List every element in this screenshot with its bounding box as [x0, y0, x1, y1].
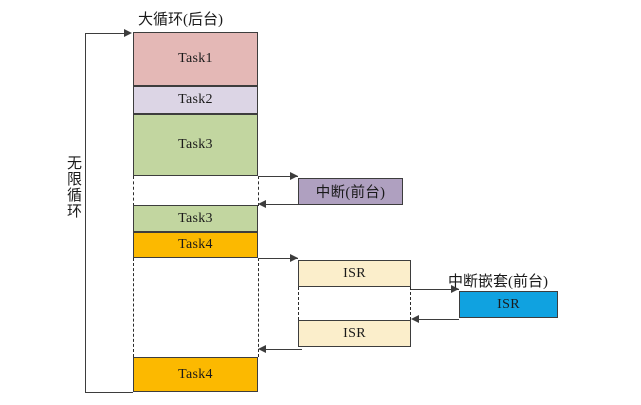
task-box-task3-second: Task3 [133, 205, 258, 232]
dashed-left-gap1 [133, 176, 134, 206]
isr-label: ISR [343, 325, 366, 341]
arrow-line-to-nested-isr [411, 289, 459, 290]
dashed-right-gap2 [258, 258, 259, 357]
task-label: Task1 [178, 51, 213, 66]
title-main-loop: 大循环(后台) [138, 12, 223, 28]
arrow-head-to-isr-icon [290, 253, 298, 262]
loop-bracket-top [85, 33, 125, 34]
task-label: Task3 [178, 210, 213, 226]
arrow-head-from-nested-isr-icon [411, 314, 419, 323]
arrow-head-from-interrupt-icon [258, 199, 266, 208]
dashed-isr-right [410, 287, 411, 320]
task-label: Task4 [178, 237, 213, 252]
task-label: Task2 [178, 92, 213, 107]
dashed-left-gap2 [133, 258, 134, 357]
task-box-task2: Task2 [133, 86, 258, 114]
isr-box-top: ISR [298, 260, 411, 287]
isr-box-nested: ISR [459, 291, 558, 318]
task-box-task4-first: Task4 [133, 232, 258, 258]
isr-box-bottom: ISR [298, 320, 411, 347]
loop-bracket-vertical [85, 33, 86, 392]
task-label: Task3 [178, 137, 213, 152]
arrow-head-from-isr-icon [258, 344, 266, 353]
task-box-task3-first: Task3 [133, 114, 258, 176]
task-box-task4-second: Task4 [133, 357, 258, 392]
loop-bracket-bottom [85, 392, 133, 393]
isr-label: ISR [343, 265, 366, 281]
arrow-head-to-interrupt-icon [290, 171, 298, 180]
dashed-isr-left [298, 287, 299, 320]
arrow-head-to-nested-isr-icon [451, 284, 459, 293]
isr-label: ISR [497, 296, 520, 312]
task-label: Task4 [178, 366, 213, 382]
arrow-line-from-nested-isr [415, 319, 459, 320]
dashed-right-gap1 [258, 176, 259, 206]
interrupt-box: 中断(前台) [298, 178, 403, 205]
arrow-line-to-interrupt [258, 176, 298, 177]
arrow-line-from-isr [262, 349, 302, 350]
task-box-task1: Task1 [133, 32, 258, 86]
loop-arrow-head-icon [124, 28, 132, 37]
title-nested-interrupt: 中断嵌套(前台) [448, 274, 548, 290]
arrow-line-to-isr [258, 258, 298, 259]
arrow-line-from-interrupt [262, 204, 298, 205]
loop-label: 无限循环 [65, 155, 81, 219]
interrupt-label: 中断(前台) [315, 185, 386, 201]
